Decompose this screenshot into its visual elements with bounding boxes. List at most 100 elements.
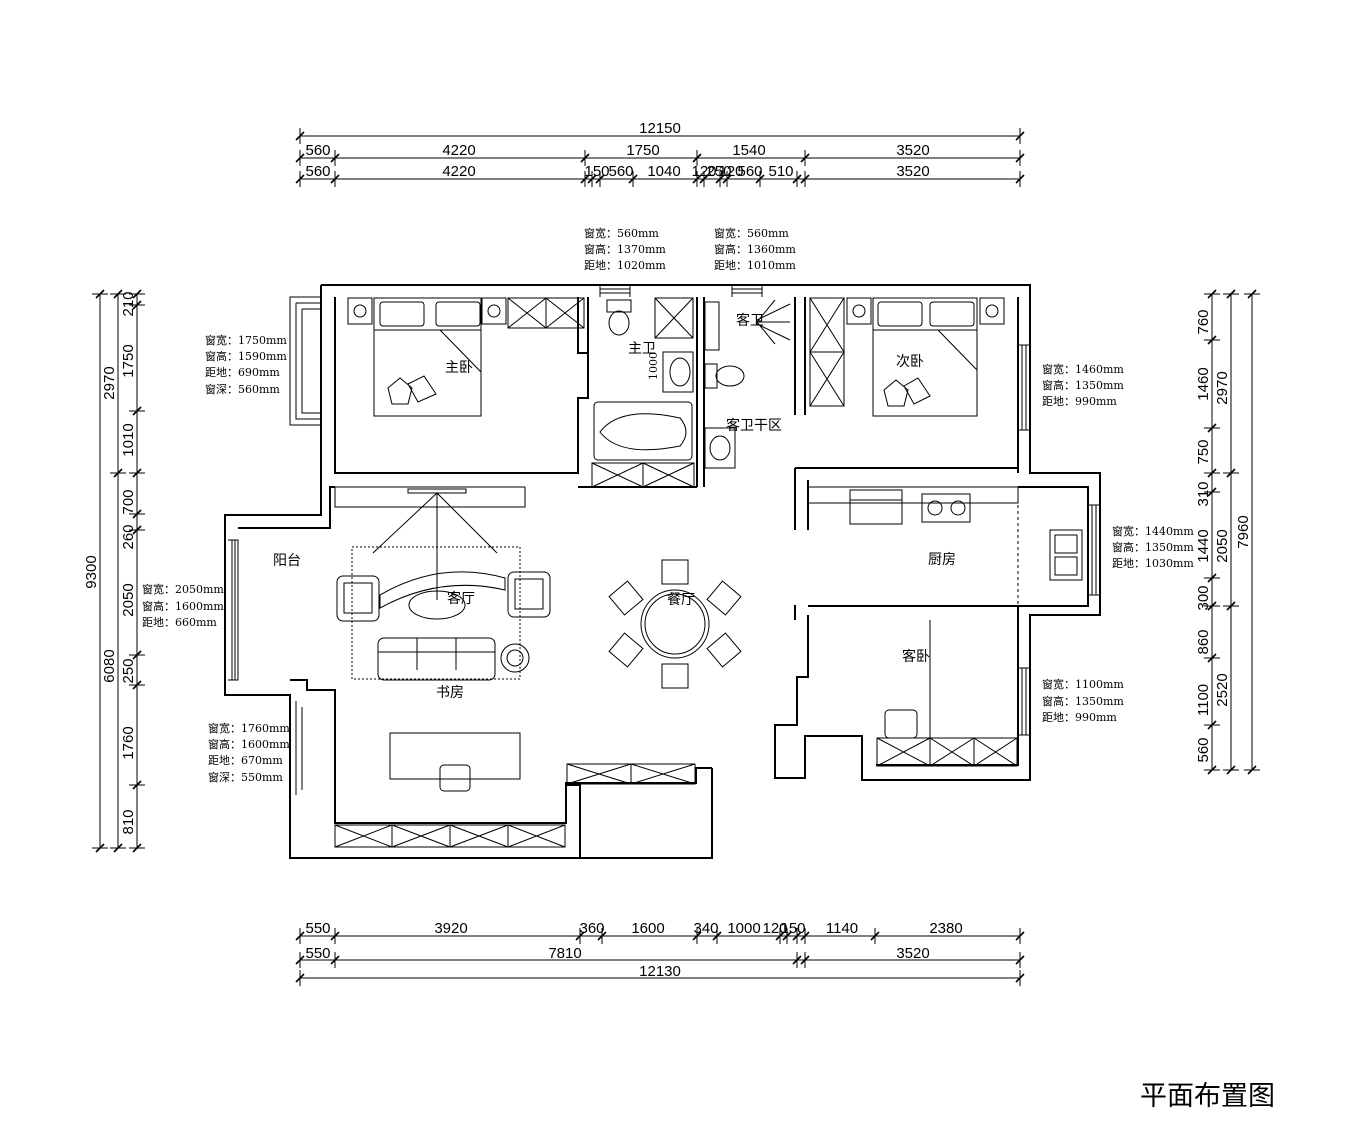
svg-text:窗高：1370mm: 窗高：1370mm — [584, 242, 666, 256]
master-nightstand-right — [481, 297, 507, 325]
master-shower — [654, 297, 694, 339]
window-note-guest-bedroom: 窗宽：1100mm 窗高：1350mm 距地：990mm — [1042, 677, 1124, 724]
top-dimensions: 12150 560 4220 1750 1540 3520 560 4220 1… — [295, 120, 1025, 187]
dim-bot-r1-4: 340 — [693, 920, 718, 937]
dim-top-r2-5: 120 — [691, 163, 716, 180]
dim-right-mid-0: 2970 — [1214, 371, 1231, 404]
dim-right-mid-1: 2050 — [1214, 529, 1231, 562]
guest-shelf — [704, 301, 720, 351]
guest-basin — [704, 427, 736, 469]
svg-text:窗高：1590mm: 窗高：1590mm — [205, 349, 287, 363]
dim-bot-r1-0: 550 — [305, 920, 330, 937]
inner-wall — [238, 297, 1089, 824]
kitchen-sink — [1049, 529, 1083, 581]
dim-left-in-6: 250 — [120, 658, 137, 683]
window-note-balcony: 窗宽：2050mm 窗高：1600mm 距地：660mm — [142, 582, 224, 629]
dim-right-in-4: 1440 — [1195, 529, 1212, 562]
dim-right-in-5: 300 — [1195, 585, 1212, 610]
guest-bath-window — [731, 285, 763, 297]
window-note-guest-bath: 窗宽：560mm 窗高：1360mm 距地：1010mm — [714, 226, 796, 272]
svg-text:窗宽：560mm: 窗宽：560mm — [714, 226, 789, 240]
dim-right-mid-2: 2520 — [1214, 673, 1231, 706]
dim-top-r1-1: 4220 — [442, 142, 475, 159]
dim-bot-r1-2: 360 — [579, 920, 604, 937]
window-note-master-bedroom: 窗宽：1750mm 窗高：1590mm 距地：690mm 窗深：560mm — [205, 333, 287, 396]
svg-text:窗高：1600mm: 窗高：1600mm — [142, 599, 224, 613]
dim-left-in-4: 260 — [120, 524, 137, 549]
label-guest-bedroom: 客卧 — [902, 648, 930, 665]
dining-table — [640, 589, 710, 659]
label-master-bedroom: 主卧 — [445, 360, 473, 376]
dim-right-overall: 7960 — [1235, 515, 1252, 548]
study-bay-window — [289, 695, 303, 800]
dim-bot-r1-3: 1600 — [631, 920, 664, 937]
guest-toilet — [704, 363, 718, 389]
guest-desk-chair — [884, 709, 918, 739]
window-notes: 窗宽：560mm 窗高：1370mm 距地：1020mm 窗宽：560mm 窗高… — [142, 226, 1194, 784]
right-dimensions: 760 1460 750 310 1440 300 860 1100 560 2… — [1195, 289, 1260, 775]
label-bath-width: 1000 — [647, 352, 660, 380]
dim-top-r1-0: 560 — [305, 142, 330, 159]
master-pillow-left — [379, 301, 425, 327]
dim-bot-r1-8: 1140 — [826, 920, 858, 937]
dim-top-r2-6: 250 — [706, 163, 731, 180]
dim-top-r2-10: 3520 — [896, 163, 929, 180]
svg-text:距地：660mm: 距地：660mm — [142, 616, 217, 629]
dim-right-in-1: 1460 — [1195, 367, 1212, 400]
second-bed — [872, 297, 978, 417]
dim-left-in-8: 810 — [120, 809, 137, 834]
dim-top-overall: 12150 — [639, 120, 681, 137]
guest-bed-window — [1018, 667, 1030, 736]
master-basin — [662, 351, 694, 393]
bath-walls — [578, 297, 1018, 620]
side-table — [500, 643, 530, 673]
label-second-bedroom: 次卧 — [896, 354, 924, 370]
window-note-kitchen: 窗宽：1440mm 窗高：1350mm 距地：1030mm — [1112, 524, 1194, 570]
dim-right-in-7: 1100 — [1195, 684, 1212, 716]
dim-right-in-8: 560 — [1195, 737, 1212, 762]
guest-wardrobe — [876, 737, 1018, 767]
dim-left-in-7: 1760 — [120, 726, 137, 759]
label-master-bath: 主卫 — [628, 341, 656, 357]
label-kitchen: 厨房 — [928, 552, 956, 568]
svg-text:窗宽：2050mm: 窗宽：2050mm — [142, 582, 224, 596]
dim-top-r2-4: 1040 — [647, 163, 680, 180]
svg-text:距地：1030mm: 距地：1030mm — [1112, 557, 1194, 570]
svg-text:窗宽：1460mm: 窗宽：1460mm — [1042, 362, 1124, 376]
balcony-window — [228, 539, 239, 681]
svg-text:窗高：1350mm: 窗高：1350mm — [1042, 694, 1124, 708]
bathtub — [593, 401, 693, 461]
dim-top-r2-1: 4220 — [442, 163, 475, 180]
dim-top-r2-8: 560 — [737, 163, 762, 180]
outer-wall — [224, 284, 1101, 859]
svg-text:窗深：560mm: 窗深：560mm — [205, 382, 280, 396]
dim-bot-overall: 12130 — [639, 963, 681, 980]
master-bath-window — [599, 285, 631, 297]
fridge — [849, 489, 903, 525]
kitchen-window — [1088, 504, 1100, 596]
dim-left-overall: 9300 — [83, 555, 100, 588]
window-note-second-bedroom: 窗宽：1460mm 窗高：1350mm 距地：990mm — [1042, 362, 1124, 408]
dim-top-r2-7: 120 — [718, 163, 743, 180]
master-bay-window — [289, 296, 321, 426]
dim-bot-r1-1: 3920 — [434, 920, 467, 937]
dim-top-r2-2: 150 — [584, 163, 609, 180]
svg-text:距地：1010mm: 距地：1010mm — [714, 259, 796, 272]
svg-text:窗高：1350mm: 窗高：1350mm — [1042, 378, 1124, 392]
dim-left-in-0: 210 — [120, 291, 137, 316]
armchair-right — [507, 571, 551, 618]
dim-top-r1-3: 1540 — [732, 142, 765, 159]
dim-left-in-5: 2050 — [120, 583, 137, 616]
dim-bot-r2-0: 550 — [305, 945, 330, 962]
window-note-master-bath: 窗宽：560mm 窗高：1370mm 距地：1020mm — [584, 226, 666, 272]
svg-text:距地：1020mm: 距地：1020mm — [584, 259, 666, 272]
svg-text:窗高：1360mm: 窗高：1360mm — [714, 242, 796, 256]
sofa — [377, 637, 496, 681]
room-labels: 主卧 主卫 客卫 客卫干区 次卧 阳台 客厅 餐厅 厨房 书房 客卧 1000 — [273, 312, 956, 701]
svg-text:窗宽：1100mm: 窗宽：1100mm — [1042, 677, 1124, 691]
dim-bot-r1-5: 1000 — [727, 920, 760, 937]
dim-bot-r2-2: 3520 — [896, 945, 929, 962]
armchair-left — [336, 575, 380, 622]
master-nightstand-left — [347, 297, 373, 325]
dim-top-r2-0: 560 — [305, 163, 330, 180]
